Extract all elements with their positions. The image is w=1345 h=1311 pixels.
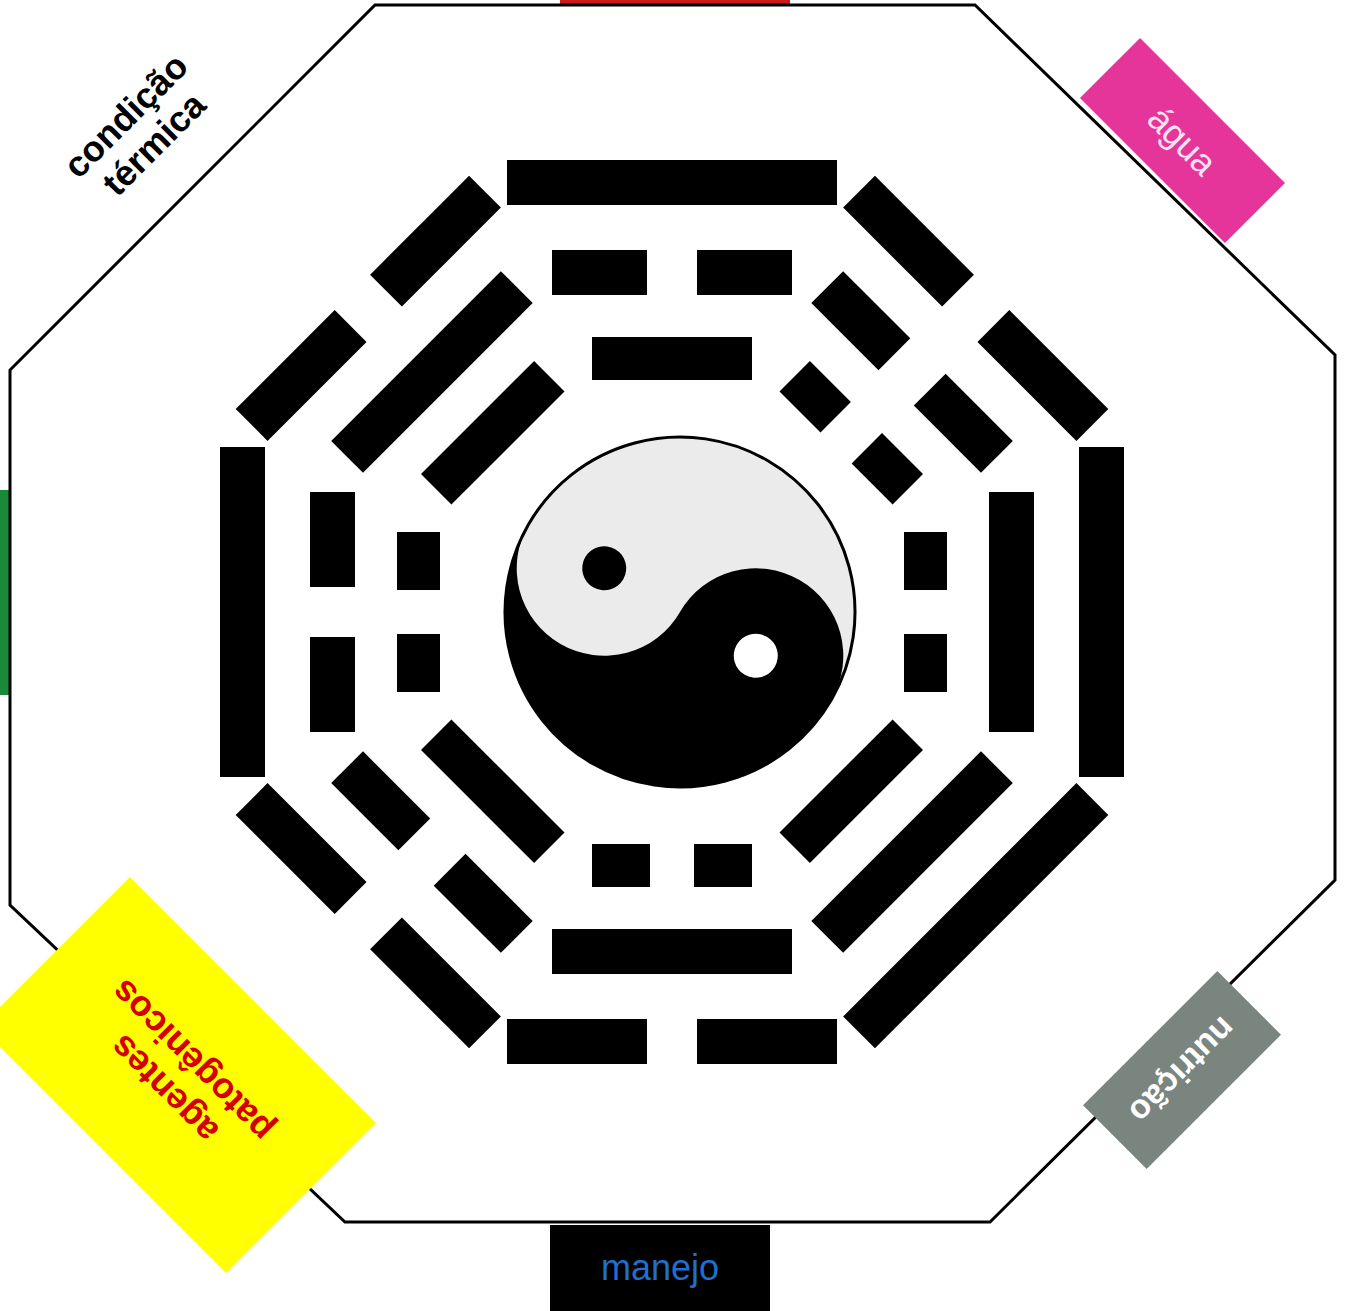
tag-text: água <box>1140 98 1225 183</box>
yin-yang <box>441 373 919 851</box>
trigrams <box>220 160 1124 1064</box>
management-tag: manejo <box>550 1225 770 1311</box>
tag-text: manejo <box>601 1248 719 1288</box>
